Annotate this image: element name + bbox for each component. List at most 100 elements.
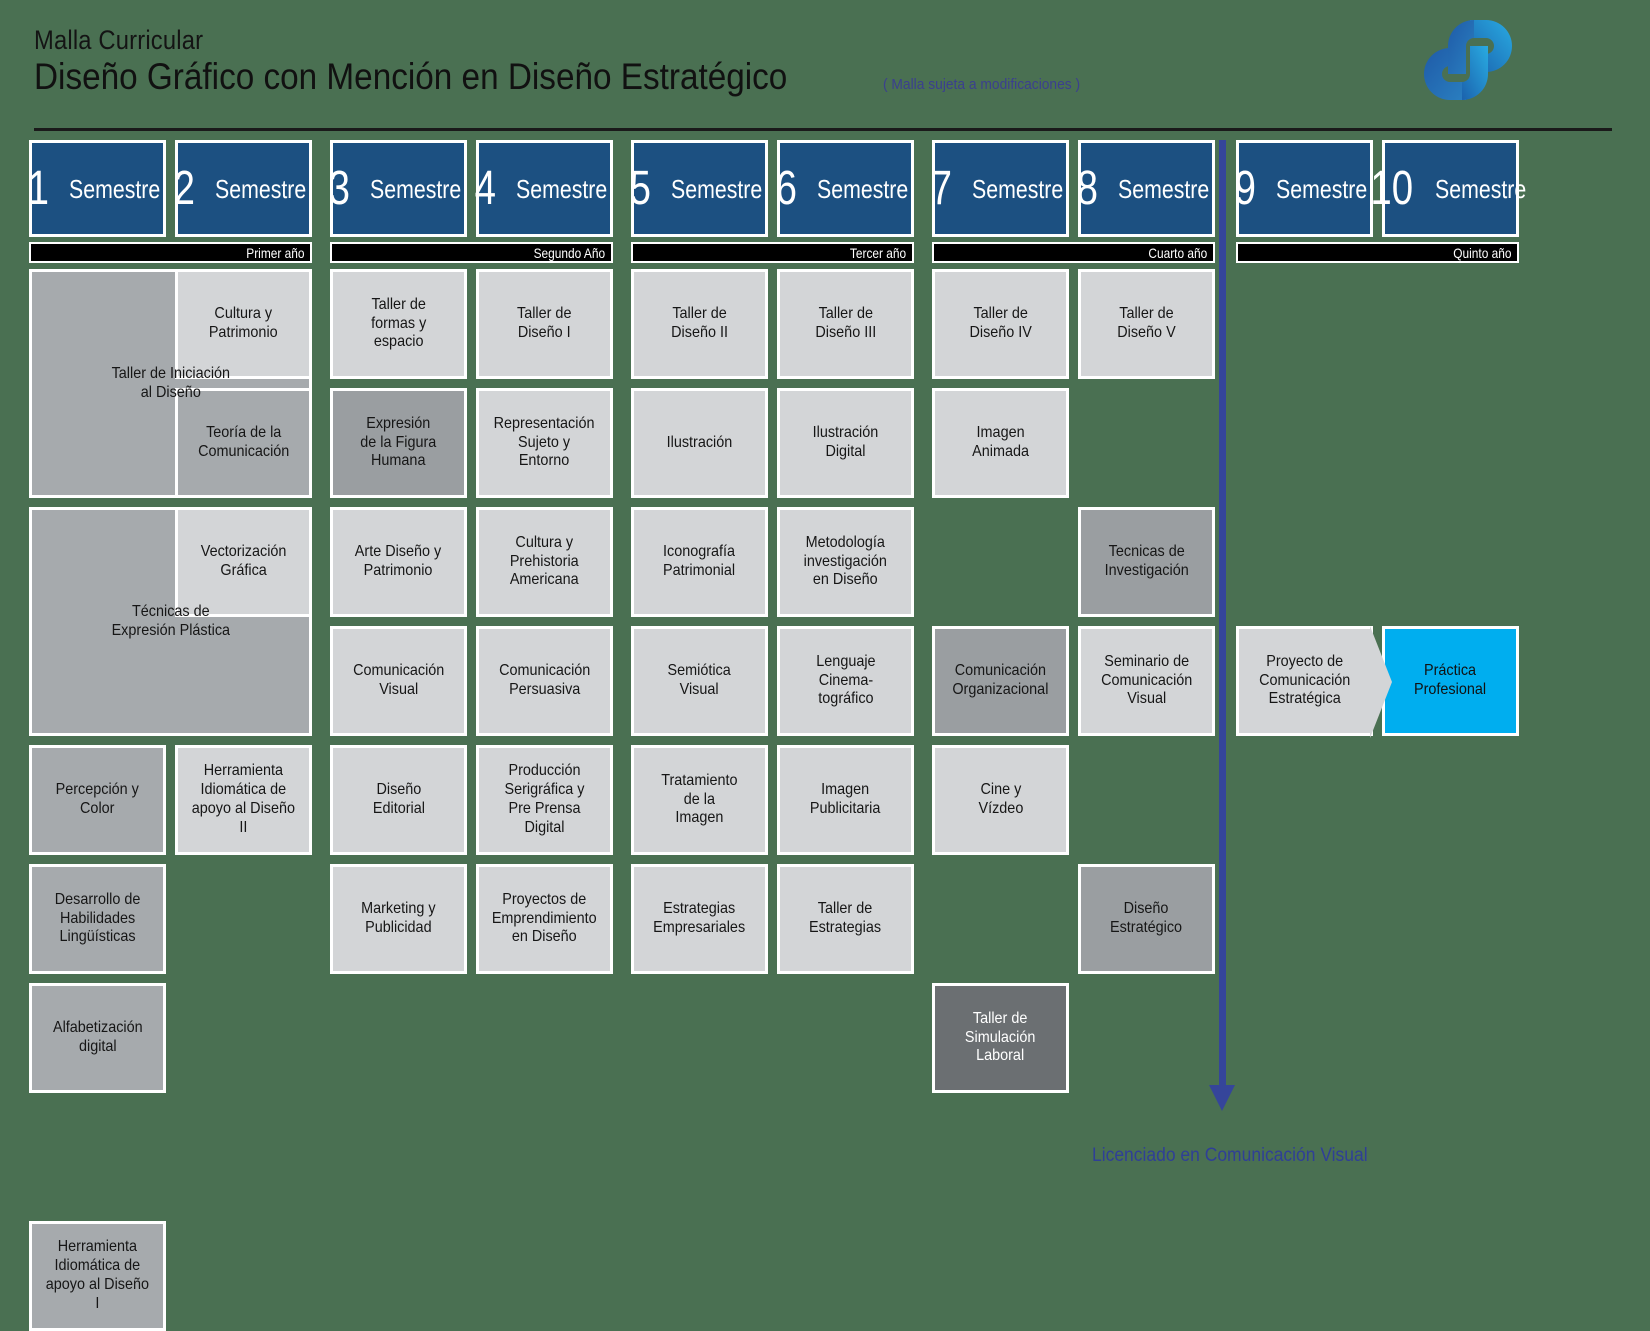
year-bar-label: Segundo Año — [533, 244, 605, 261]
semester-word: Semestre — [515, 173, 607, 204]
semester-word: Semestre — [369, 173, 461, 204]
semester-number: 1 — [27, 161, 50, 215]
course-slot-empty — [1382, 388, 1519, 498]
course-slot-empty — [1078, 745, 1215, 855]
page-header: Malla Curricular Diseño Gráfico con Menc… — [0, 0, 1650, 132]
course-slot-empty — [1078, 388, 1215, 498]
course-slot-empty — [932, 864, 1069, 974]
title-row: Diseño Gráfico con Mención en Diseño Est… — [34, 56, 1097, 98]
semester-word: Semestre — [1117, 173, 1209, 204]
semester-number: 8 — [1076, 161, 1099, 215]
semester-word: Semestre — [670, 173, 762, 204]
course-box[interactable]: Ilustración — [631, 388, 768, 498]
header-divider — [34, 128, 1612, 131]
semester-number: 9 — [1234, 161, 1257, 215]
flow-arrow-head-icon — [1209, 1085, 1235, 1111]
semester-header-8[interactable]: 8 Semestre — [1076, 140, 1215, 237]
semester-header-9[interactable]: 9 Semestre — [1234, 140, 1373, 237]
year-bar-label: Primer año — [245, 244, 304, 261]
year-bar-label: Tercer año — [849, 244, 906, 261]
year-bar: Primer año — [29, 242, 312, 263]
flow-arrow-line — [1219, 140, 1226, 1090]
page-title: Diseño Gráfico con Mención en Diseño Est… — [34, 56, 788, 98]
year-bar-label: Cuarto año — [1148, 244, 1207, 261]
semester-number: 7 — [930, 161, 953, 215]
semester-word: Semestre — [1275, 173, 1367, 204]
